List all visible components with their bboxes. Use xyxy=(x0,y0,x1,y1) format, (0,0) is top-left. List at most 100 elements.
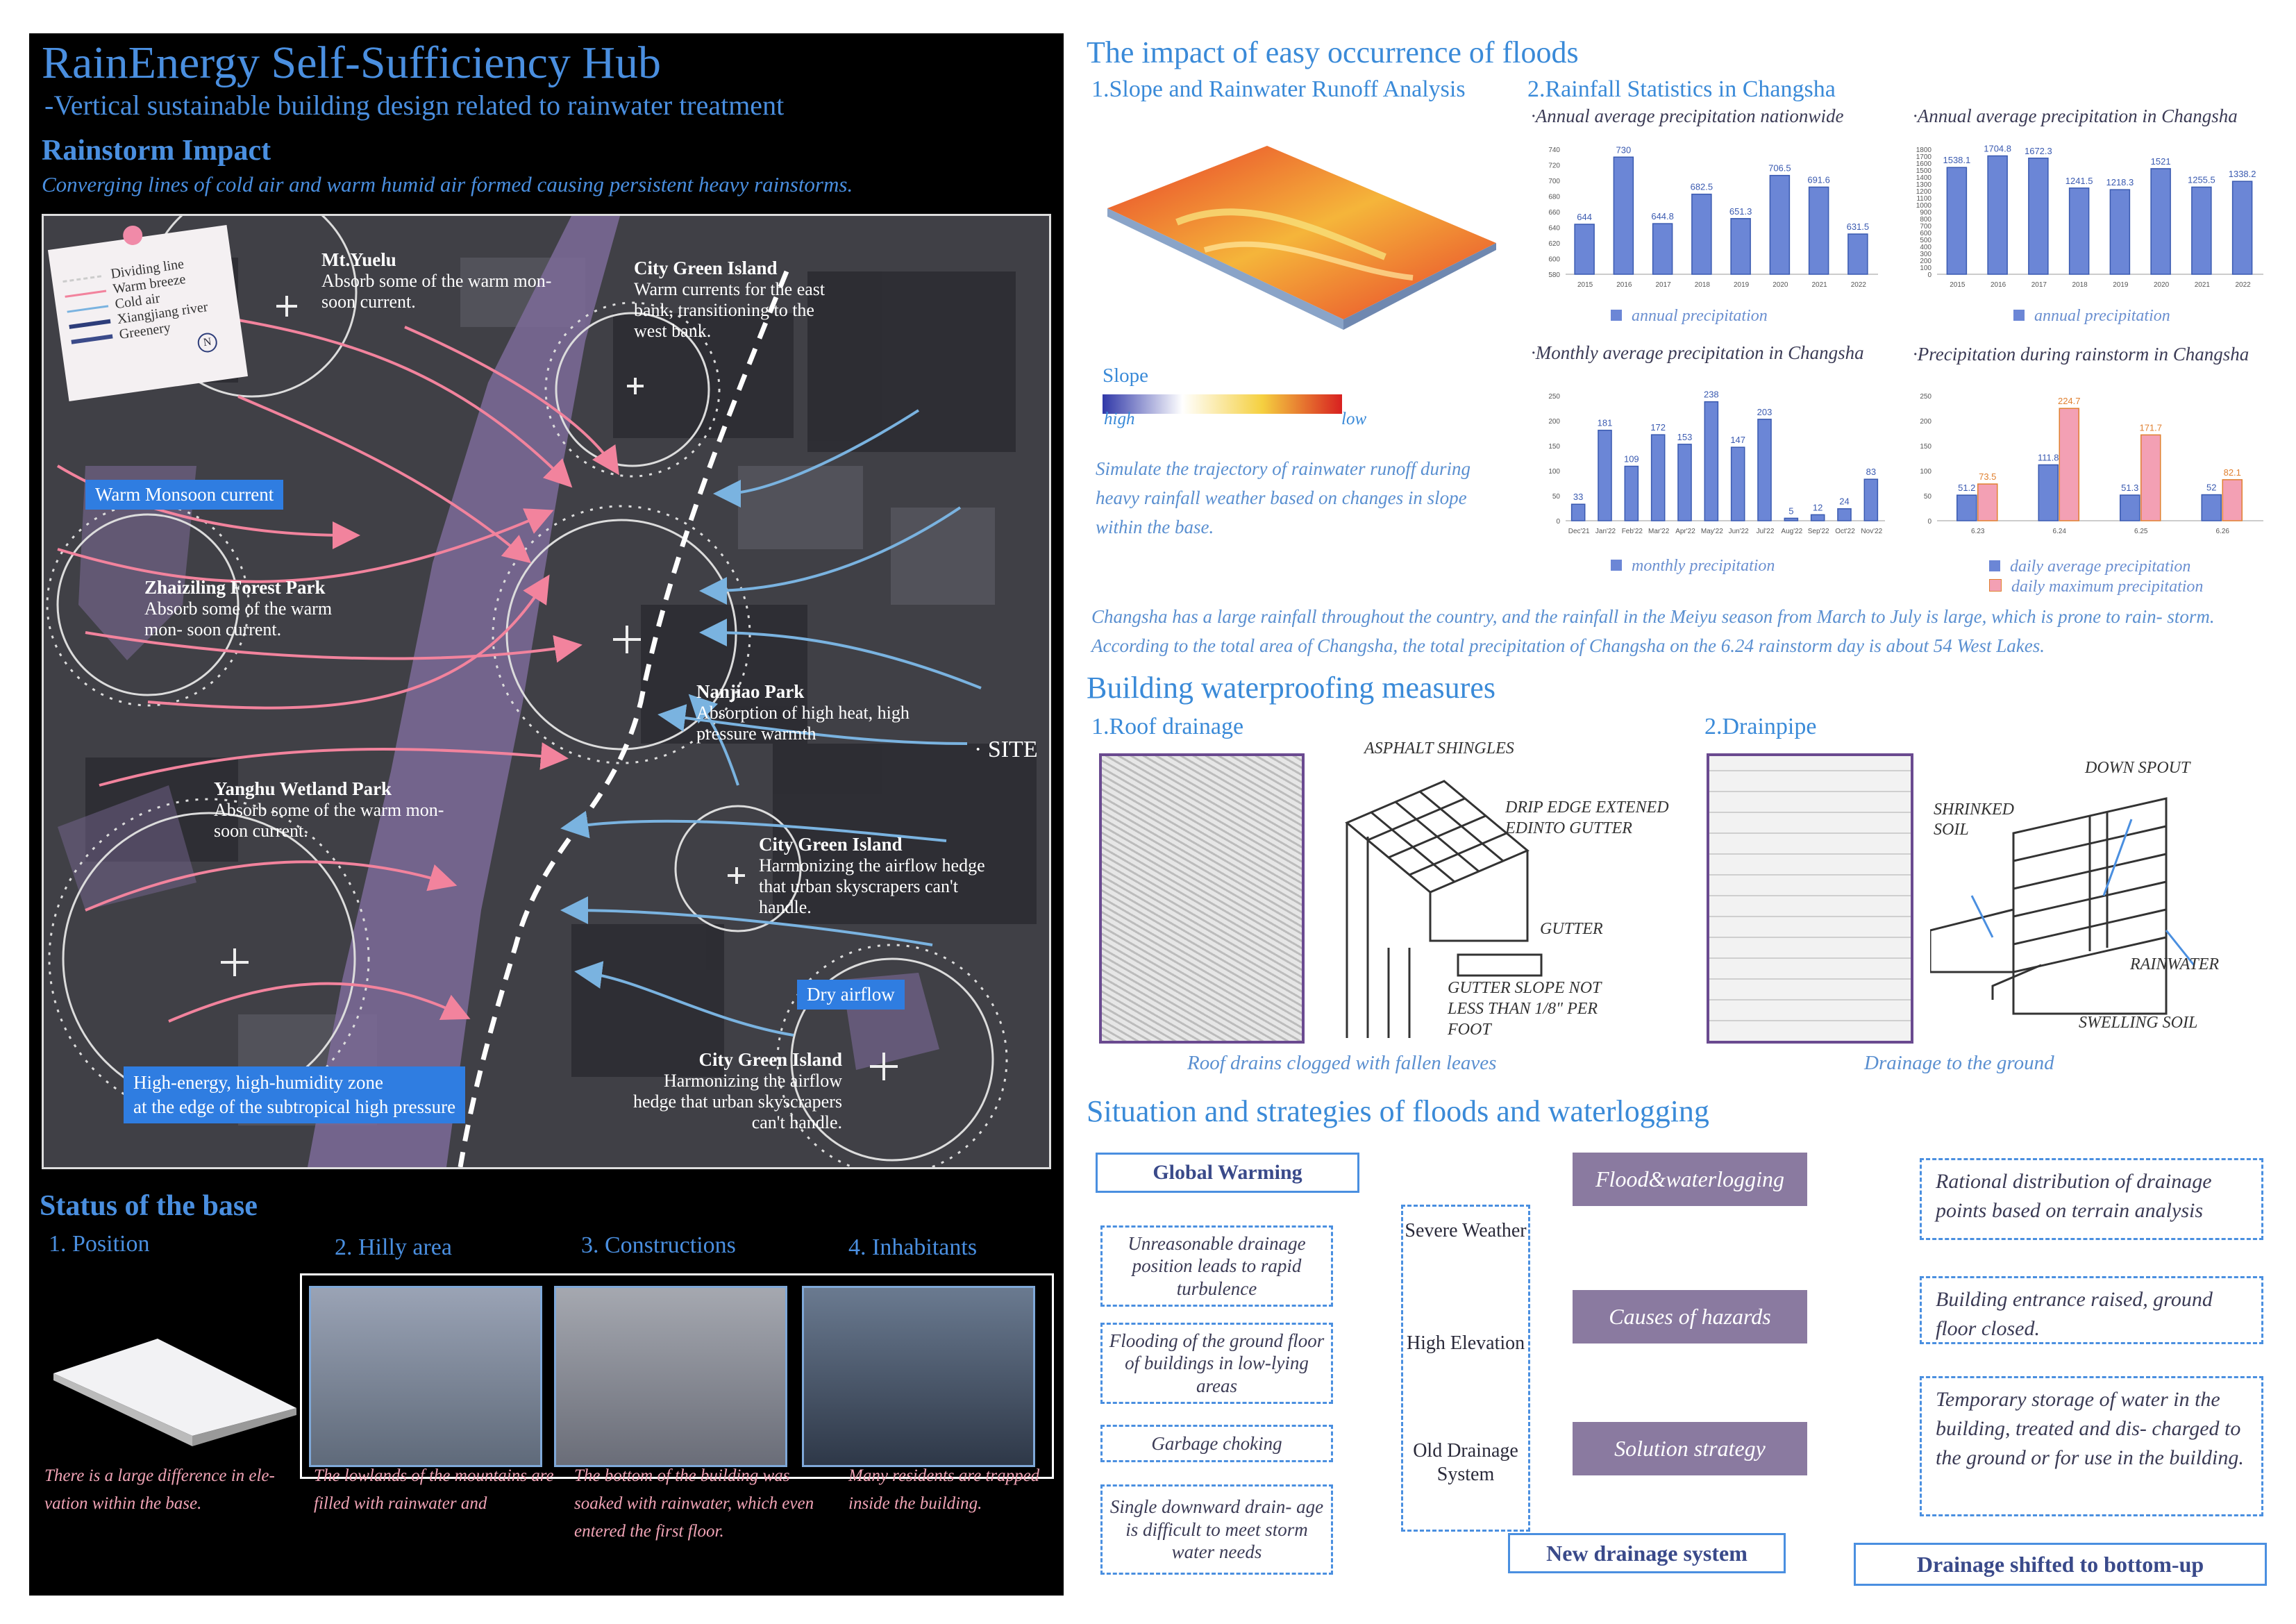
y-tick-label: 680 xyxy=(1548,194,1560,201)
bar xyxy=(1810,514,1825,521)
status-heading: Status of the base xyxy=(40,1190,258,1222)
step-position: 1. Position xyxy=(49,1231,150,1257)
bar xyxy=(1956,494,1977,521)
y-tick-label: 50 xyxy=(1552,493,1561,501)
y-tick-label: 620 xyxy=(1548,240,1560,248)
dry-airflow-label: Dry airflow xyxy=(797,980,905,1010)
data-label: 109 xyxy=(1624,454,1639,464)
x-tick-label: 2019 xyxy=(1734,281,1750,289)
x-tick-label: 2015 xyxy=(1950,281,1966,289)
chart1-title: ·Annual average precipitation nationwide xyxy=(1531,106,1844,126)
x-tick-label: 2016 xyxy=(1616,281,1632,289)
data-label: 1672.3 xyxy=(2025,146,2052,156)
y-tick-label: 200 xyxy=(1548,418,1560,426)
y-tick-label: 1800 xyxy=(1916,147,1932,154)
photo-hilly xyxy=(309,1286,542,1467)
y-tick-label: 700 xyxy=(1920,223,1932,231)
data-label: 651.3 xyxy=(1729,206,1752,217)
photo-constructions xyxy=(554,1286,787,1467)
bar xyxy=(1650,434,1666,521)
y-tick-label: 1200 xyxy=(1916,188,1932,196)
bottom-up-box: Drainage shifted to bottom-up xyxy=(1854,1543,2267,1586)
desc-hilly: The lowlands of the mountains are filled… xyxy=(314,1466,554,1513)
bar xyxy=(1730,446,1745,521)
chart3-title: ·Monthly average precipitation in Changs… xyxy=(1531,342,1864,363)
x-tick-label: Sep'22 xyxy=(1808,528,1829,535)
y-tick-label: 900 xyxy=(1920,209,1932,217)
y-tick-label: 0 xyxy=(1927,518,1932,526)
data-label: 1241.5 xyxy=(2065,176,2093,186)
data-label: 51.3 xyxy=(2121,483,2138,493)
y-tick-label: 1500 xyxy=(1916,167,1932,175)
y-tick-label: 150 xyxy=(1920,443,1932,451)
slope-color-bar xyxy=(1103,394,1342,414)
y-tick-label: 1300 xyxy=(1916,181,1932,189)
downspout-diagram xyxy=(1930,797,2195,1015)
bar xyxy=(2059,408,2079,521)
y-tick-label: 100 xyxy=(1548,468,1560,476)
new-drainage-box: New drainage system xyxy=(1508,1533,1786,1573)
main-subtitle: -Vertical sustainable building design re… xyxy=(44,90,785,121)
bar xyxy=(1837,508,1852,521)
x-tick-label: 2017 xyxy=(1656,281,1672,289)
data-label: 203 xyxy=(1757,407,1773,417)
desc-inhabitants: Many residents are trapped inside the bu… xyxy=(848,1466,1040,1513)
bar xyxy=(1691,193,1712,275)
legend-swatch-icon xyxy=(2013,310,2025,321)
slope-title: 1.Slope and Rainwater Runoff Analysis xyxy=(1091,76,1466,102)
data-label: 147 xyxy=(1730,435,1745,445)
bar xyxy=(1946,167,1968,275)
bar xyxy=(2028,158,2049,275)
x-tick-label: Oct'22 xyxy=(1835,528,1855,535)
rainstorm-heading: Rainstorm Impact xyxy=(42,135,271,167)
data-label: 73.5 xyxy=(1979,471,1996,482)
main-title: RainEnergy Self-Sufficiency Hub xyxy=(42,37,662,88)
strategy-entrance-raised: Building entrance raised, ground floor c… xyxy=(1920,1276,2263,1344)
y-tick-label: 720 xyxy=(1548,162,1560,170)
bar xyxy=(2038,464,2059,521)
data-label: 238 xyxy=(1704,390,1719,400)
chart3-legend: monthly precipitation xyxy=(1611,557,1775,576)
y-tick-label: 640 xyxy=(1548,225,1560,233)
y-tick-label: 250 xyxy=(1548,393,1560,401)
y-tick-label: 300 xyxy=(1920,251,1932,258)
bar xyxy=(1784,517,1799,521)
data-label: 706.5 xyxy=(1768,163,1791,174)
data-label: 1704.8 xyxy=(1984,144,2011,154)
x-tick-label: 2020 xyxy=(1773,281,1788,289)
waterproof-heading: Building waterproofing measures xyxy=(1087,671,1495,705)
bar xyxy=(2191,186,2212,275)
chart4-legend: daily average precipitation daily maximu… xyxy=(1989,557,2203,597)
x-tick-label: Jul'22 xyxy=(1757,528,1775,535)
chart-annual-nationwide: 5806006206406606807007207406442015730201… xyxy=(1548,144,1878,289)
bar xyxy=(1987,155,2008,275)
y-tick-label: 100 xyxy=(1920,265,1932,272)
label-swelling: SWELLING SOIL xyxy=(2079,1014,2198,1032)
roof-photo xyxy=(1099,753,1305,1044)
data-label: 730 xyxy=(1616,144,1632,155)
x-tick-label: Jun'22 xyxy=(1729,528,1750,535)
slope-desc: Simulate the trajectory of rainwater run… xyxy=(1096,458,1470,537)
label-shrinked: SHRINKED SOIL xyxy=(1934,801,2014,839)
position-terrain-icon xyxy=(53,1339,296,1446)
bar xyxy=(2150,168,2171,275)
label-downspout: DOWN SPOUT xyxy=(2085,759,2190,777)
label-asphalt: ASPHALT SHINGLES xyxy=(1364,739,1514,757)
bar xyxy=(1769,174,1791,275)
x-tick-label: 2016 xyxy=(1991,281,2006,289)
chart2-title: ·Annual average precipitation in Changsh… xyxy=(1913,106,2238,126)
factor-high-elevation: High Elevation xyxy=(1406,1332,1525,1354)
label-drip-edge: DRIP EDGE EXTENED EDINTO GUTTER xyxy=(1505,798,1669,837)
y-tick-label: 250 xyxy=(1920,393,1932,401)
data-label: 224.7 xyxy=(2058,396,2081,406)
cause-garbage: Garbage choking xyxy=(1100,1425,1333,1462)
x-tick-label: Aug'22 xyxy=(1781,528,1802,535)
bar xyxy=(2120,494,2140,521)
label-gutter: GUTTER xyxy=(1540,920,1603,938)
data-label: 5 xyxy=(1788,505,1793,516)
step-hilly: 2. Hilly area xyxy=(335,1234,452,1260)
bar xyxy=(1977,483,1998,521)
